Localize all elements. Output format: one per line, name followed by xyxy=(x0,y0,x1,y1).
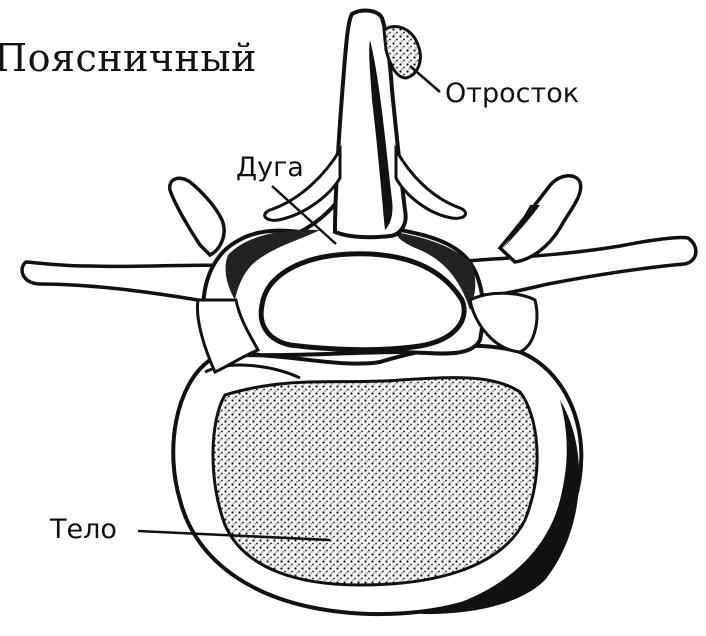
process-leader-line xyxy=(410,66,440,92)
left-articular-process xyxy=(170,178,224,255)
vertebral-body xyxy=(173,346,581,614)
label-arch: Дуга xyxy=(236,152,304,183)
right-articular-process xyxy=(500,176,581,262)
spinous-process xyxy=(265,11,466,238)
figure-title: Поясничный xyxy=(0,36,257,80)
body-cancellous-bone xyxy=(213,378,537,585)
label-body: Тело xyxy=(50,514,117,545)
right-transverse-process xyxy=(455,237,696,294)
label-process: Отросток xyxy=(445,78,579,109)
